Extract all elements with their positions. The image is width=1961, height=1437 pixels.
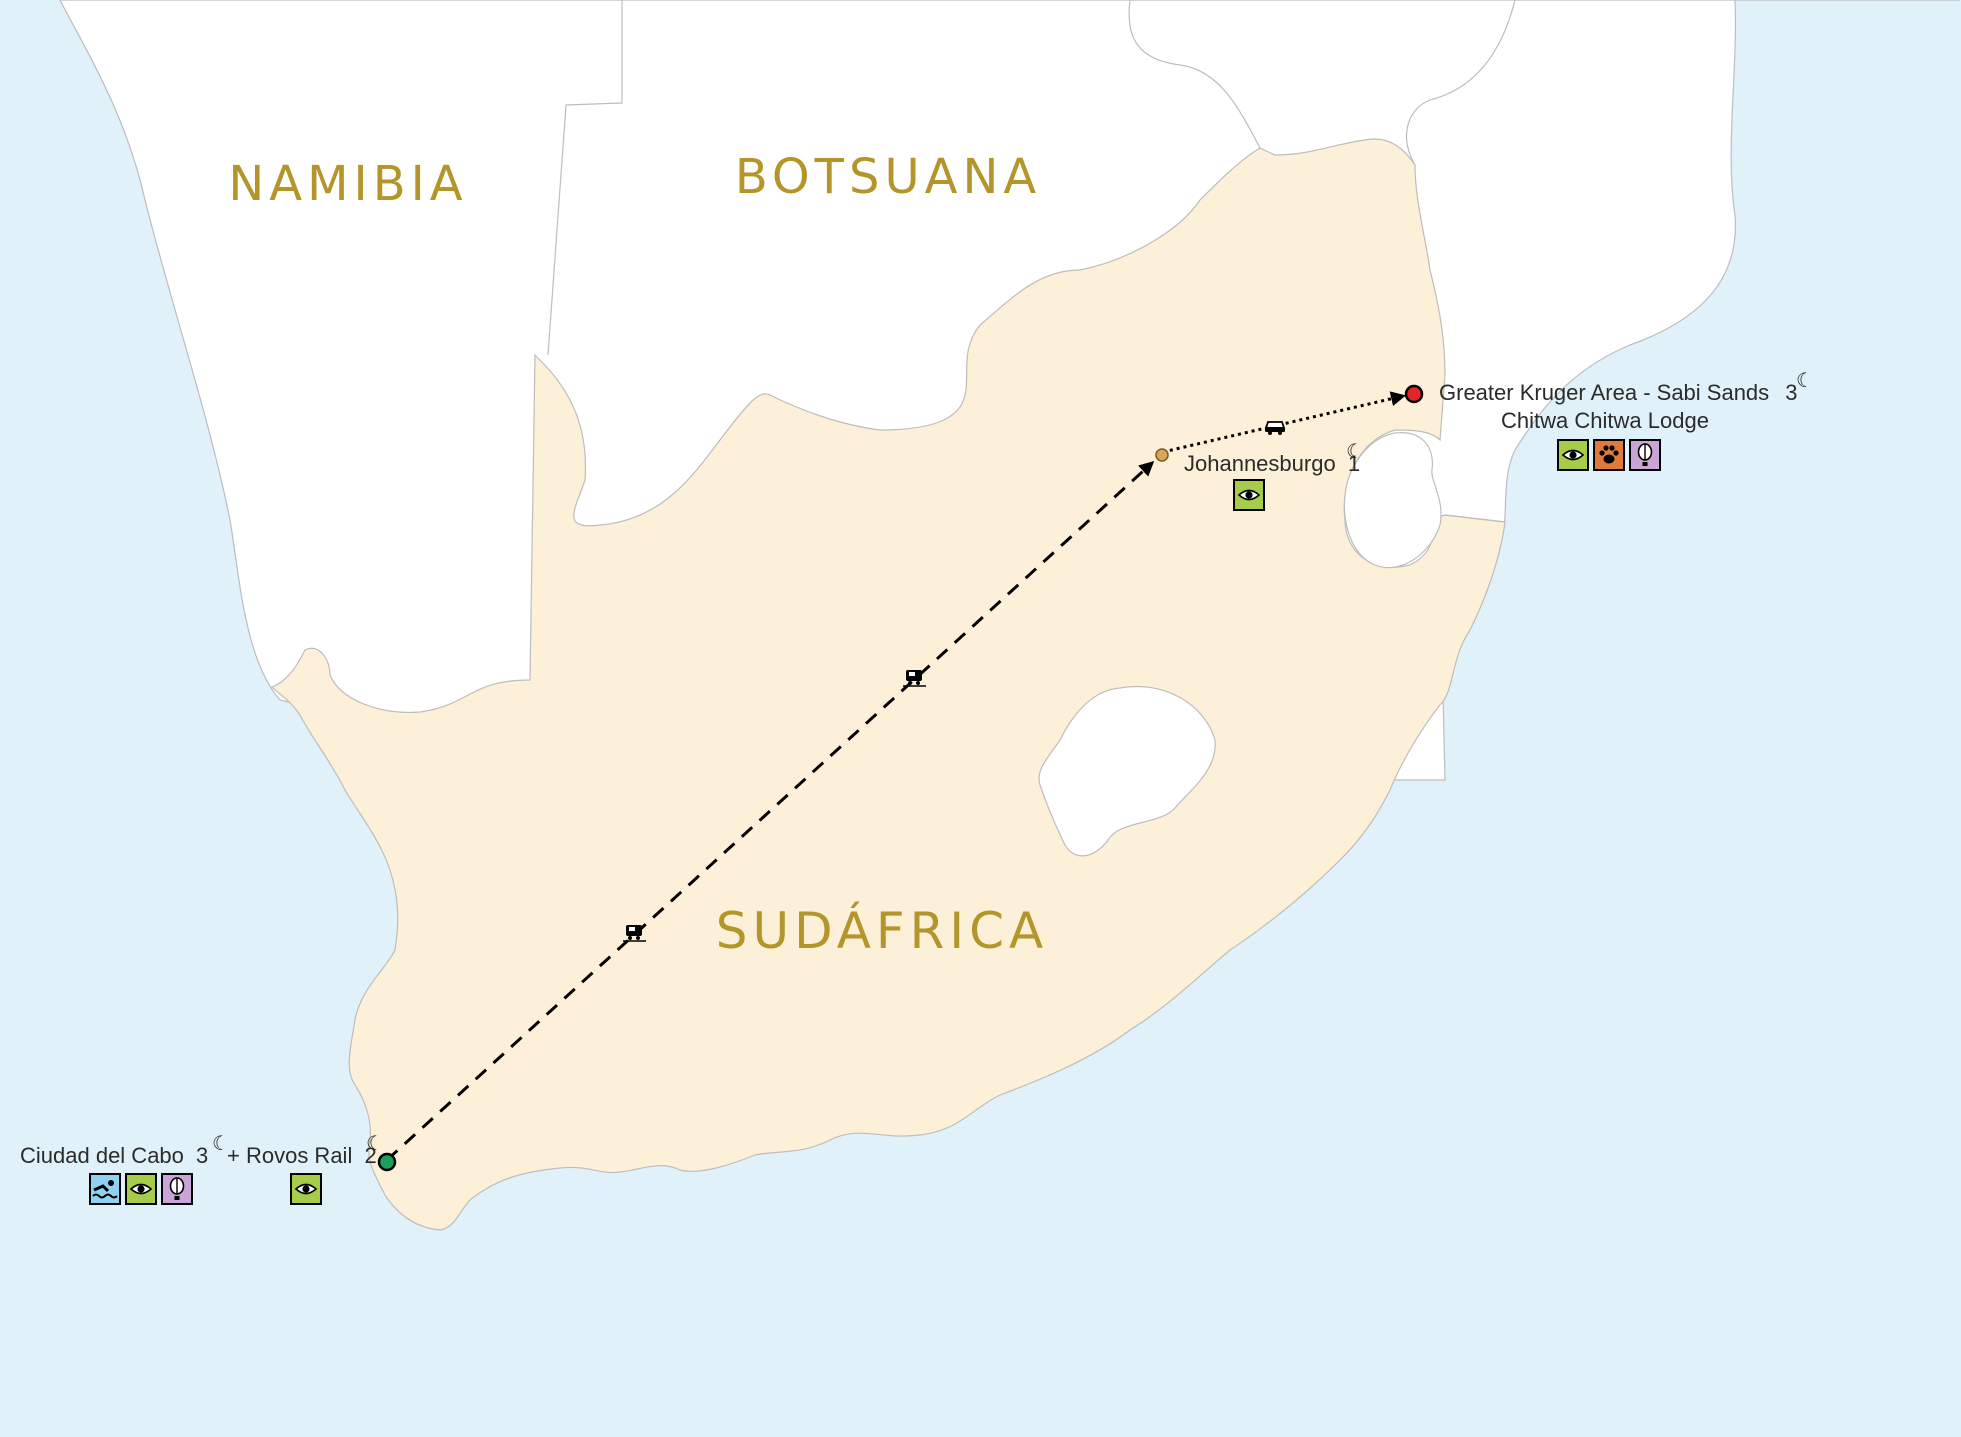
stop-name-johannesburg: Johannesburgo	[1184, 451, 1336, 476]
crescent-moon-icon: ☾	[1346, 439, 1364, 463]
eswatini	[1343, 432, 1442, 569]
country-label-namibia: NAMIBIA	[228, 156, 467, 212]
zimbabwe-mozambique-border	[1406, 0, 1516, 166]
country-label-botswana: BOTSUANA	[735, 149, 1041, 205]
stop-label-johannesburg: Johannesburgo 1	[1184, 451, 1360, 476]
car-route-line	[1162, 391, 1406, 454]
car-icon	[1264, 421, 1286, 435]
crescent-moon-icon: ☾	[212, 1131, 230, 1155]
train-icon	[623, 925, 646, 942]
mozambique-border	[1444, 514, 1506, 523]
activity-icons-cape-town	[89, 1173, 193, 1205]
end-marker-kruger[interactable]	[1404, 384, 1424, 404]
stop-nights-cape-town: 3	[196, 1143, 208, 1168]
activity-icons-johannesburg	[1233, 479, 1265, 511]
swim-icon	[89, 1173, 121, 1205]
lesotho	[1038, 686, 1216, 857]
stop-label-kruger: Greater Kruger Area - Sabi Sands 3	[1439, 380, 1798, 405]
country-label-south-africa: SUDÁFRICA	[716, 901, 1049, 960]
eye-icon	[290, 1173, 322, 1205]
south-africa-land	[270, 138, 1506, 1231]
stop-nights-rovos-rail: 2	[364, 1143, 376, 1168]
stop-label-rovos-rail: + Rovos Rail 2	[227, 1143, 377, 1168]
activity-icons-kruger	[1557, 439, 1661, 471]
botswana-zimbabwe-border	[1128, 0, 1261, 149]
eye-icon	[125, 1173, 157, 1205]
train-route-line	[385, 460, 1155, 1162]
activity-icons-rovos-rail	[290, 1173, 322, 1205]
lodge-name-kruger: Chitwa Chitwa Lodge	[1501, 408, 1709, 433]
balloon-icon	[1629, 439, 1661, 471]
namibia-botswana-border	[547, 0, 623, 356]
paw-icon	[1593, 439, 1625, 471]
stop-name-kruger: Greater Kruger Area - Sabi Sands	[1439, 380, 1769, 405]
eye-icon	[1233, 479, 1265, 511]
stop-name-cape-town: Ciudad del Cabo	[20, 1143, 184, 1168]
start-marker-cape-town[interactable]	[377, 1152, 397, 1172]
eye-icon	[1557, 439, 1589, 471]
stop-marker-johannesburg[interactable]	[1155, 448, 1169, 462]
stop-nights-johannesburg: 1	[1348, 451, 1360, 476]
train-icon	[903, 670, 926, 687]
crescent-moon-icon: ☾	[1796, 368, 1814, 392]
crescent-moon-icon: ☾	[366, 1131, 384, 1155]
stop-name-rovos-rail: + Rovos Rail	[227, 1143, 352, 1168]
balloon-icon	[161, 1173, 193, 1205]
stop-nights-kruger: 3	[1785, 380, 1797, 405]
stop-label-cape-town: Ciudad del Cabo 3	[20, 1143, 208, 1168]
